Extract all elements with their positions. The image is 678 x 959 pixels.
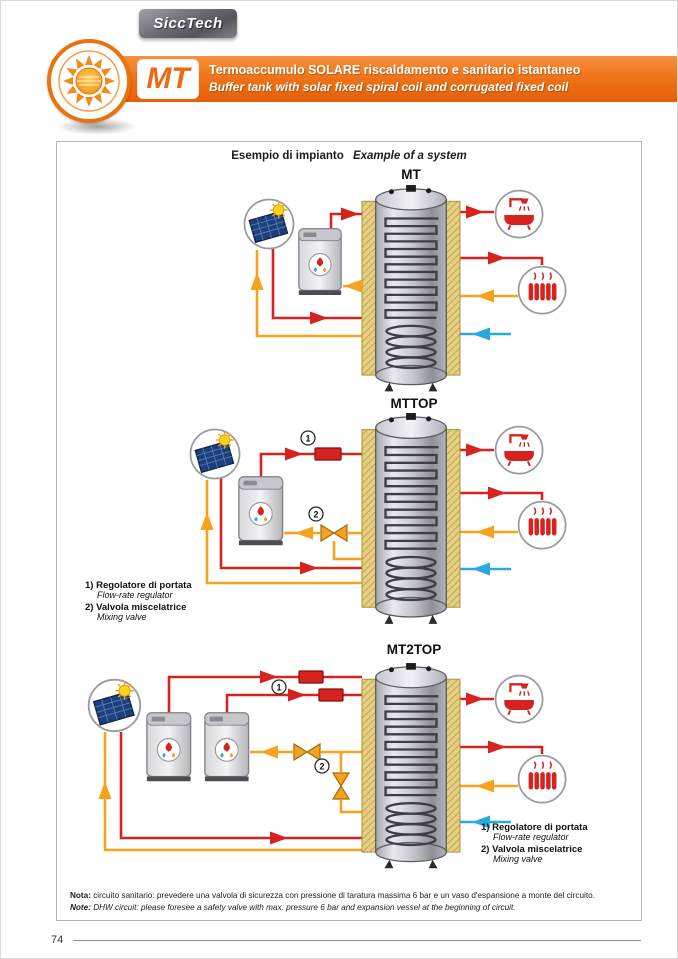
mixing-valve-icon-2 [332,772,350,800]
diagram-mt: MT [243,167,567,393]
flow-regulator [314,447,342,461]
marker-1: 1 [300,430,316,446]
footer-divider [73,940,641,941]
mixing-valve-icon [320,524,348,542]
svg-text:1: 1 [305,434,310,444]
model-badge: MT [137,59,199,99]
solar-collector-icon [189,428,241,480]
radiator-icon [517,265,567,315]
flow-regulator-2 [318,688,344,702]
product-title-en: Buffer tank with solar fixed spiral coil… [209,80,569,94]
svg-text:2) Valvola miscelatrice: 2) Valvola miscelatrice [85,602,186,613]
mixing-valve-icon [293,743,321,761]
svg-text:1) Regolatore di portata: 1) Regolatore di portata [85,580,192,591]
diagram-mt2top-title: MT2TOP [387,642,442,657]
solar-collector-icon [87,678,142,733]
dhw-bath-icon [494,674,544,724]
sun-icon [58,50,120,112]
svg-text:Mixing valve: Mixing valve [97,612,147,622]
svg-text:1: 1 [276,683,281,693]
example-systems-panel: Esempio di impianto Example of a system … [56,141,642,921]
flow-regulator-1 [298,670,324,684]
svg-text:2: 2 [313,510,318,520]
svg-text:2: 2 [319,762,324,772]
page-number: 74 [51,934,64,946]
diagram-mttop-title: MTTOP [391,396,438,411]
buffer-tank-icon [360,411,462,626]
buffer-tank-icon [360,661,462,870]
boiler-icon-1 [146,712,192,782]
radiator-icon [517,754,567,804]
solar-collector-icon [243,198,295,250]
boiler-icon [298,228,342,296]
svg-text:2) Valvola miscelatrice: 2) Valvola miscelatrice [481,844,582,855]
svg-text:Flow-rate regulator: Flow-rate regulator [97,590,174,600]
header-banner: MT Termoaccumulo SOLARE riscaldamento e … [51,56,677,102]
section-heading-en: Example of a system [352,150,467,162]
footnote-it: Nota: circuito sanitario: prevedere una … [70,891,595,901]
model-code: MT [146,62,190,95]
boiler-icon-2 [204,712,250,782]
diagram-mt2top: MT2TOP [87,642,588,870]
legend-mttop: 1) Regolatore di portata Flow-rate regul… [85,580,192,622]
marker-2: 2 [314,758,330,774]
legend-mt2top: 1) Regolatore di portata Flow-rate regul… [481,822,588,864]
footnote: Nota: circuito sanitario: prevedere una … [70,890,635,914]
dhw-bath-icon [494,425,544,475]
marker-1: 1 [271,679,287,695]
svg-text:Mixing valve: Mixing valve [493,854,543,864]
boiler-icon [238,476,284,546]
product-title-it: Termoaccumulo SOLARE riscaldamento e san… [209,63,581,77]
buffer-tank-icon [360,183,462,393]
section-heading-it: Esempio di impianto [231,150,344,162]
dhw-bath-icon [494,189,544,239]
diagram-mttop: MTTOP 1 [85,396,567,626]
sun-badge [47,39,131,123]
svg-text:1) Regolatore di portata: 1) Regolatore di portata [481,822,588,833]
section-heading: Esempio di impianto Example of a system [57,142,641,166]
page-footer: 74 [51,934,641,946]
header-titles: Termoaccumulo SOLARE riscaldamento e san… [209,63,580,94]
brand-logo: SiccTech [139,9,237,38]
diagram-mt-title: MT [401,167,421,182]
sun-badge-shadow [57,118,137,135]
marker-2: 2 [308,506,324,522]
svg-text:Flow-rate regulator: Flow-rate regulator [493,832,570,842]
radiator-icon [517,500,567,550]
footnote-en: Note: DHW circuit: please foresee a safe… [70,903,516,913]
